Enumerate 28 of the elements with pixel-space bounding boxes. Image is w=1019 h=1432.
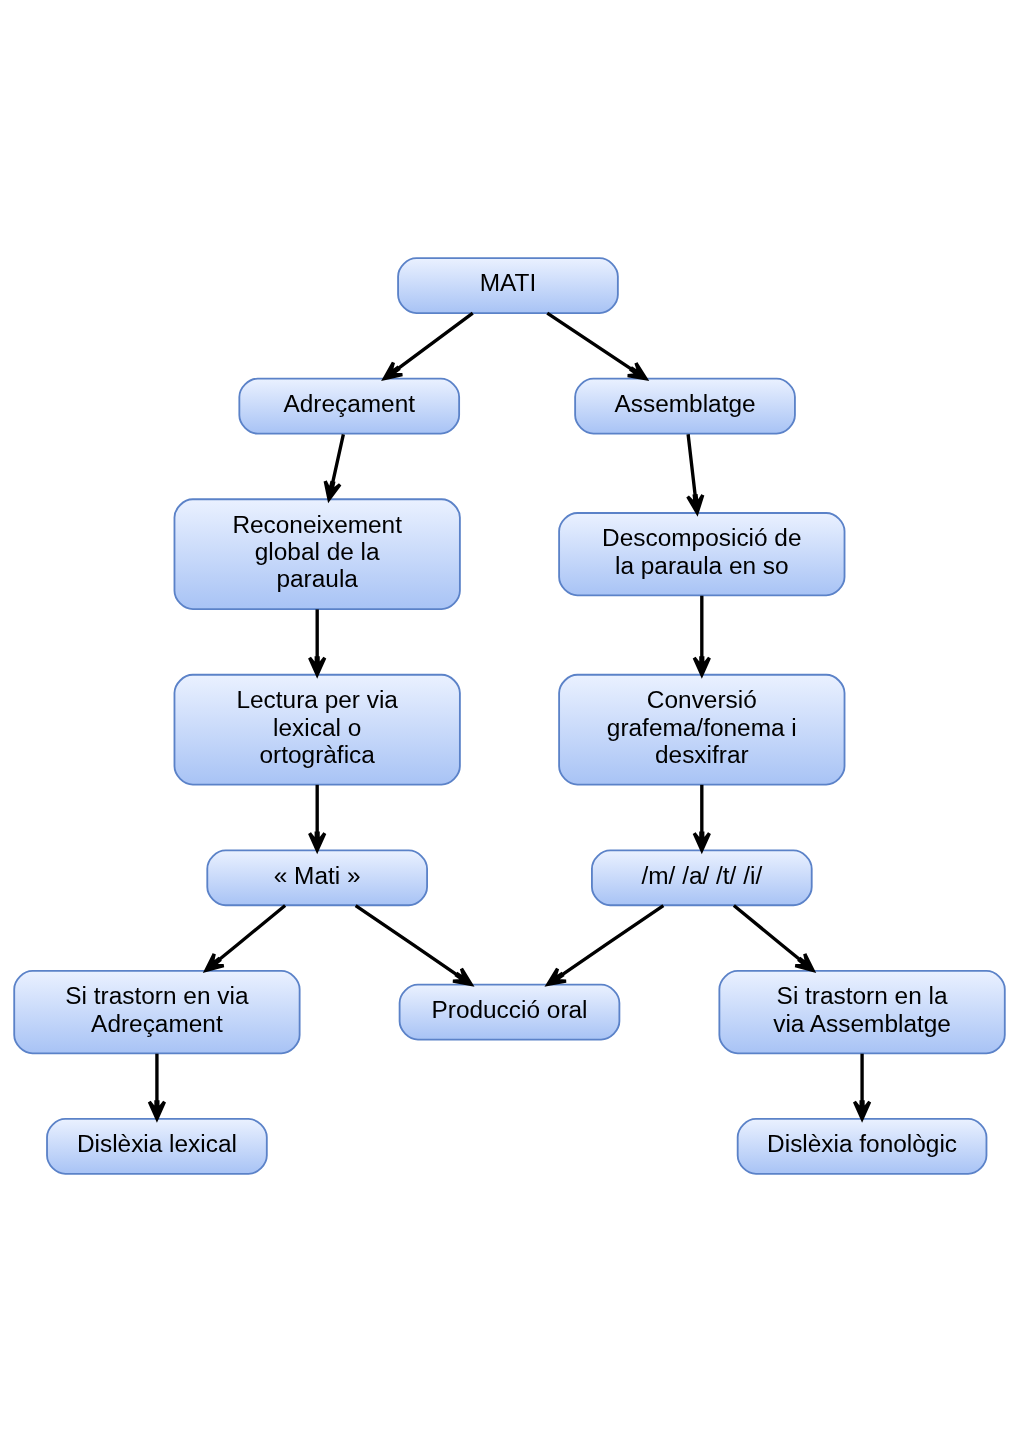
arrow	[323, 433, 345, 501]
node-box: /m/ /a/ /t/ /i/	[591, 849, 813, 907]
node-box: Si trastorn en via Adreçament	[13, 969, 301, 1055]
arrow	[686, 434, 705, 515]
node-box: Si trastorn en la via Assemblatge	[718, 969, 1006, 1055]
node-box: Adreçament	[238, 377, 461, 435]
arrow	[204, 904, 287, 973]
node-box: Conversió grafema/fonema i desxifrar	[558, 673, 846, 786]
arrow	[307, 609, 327, 677]
node-box: Assemblatge	[574, 377, 796, 435]
node-box: Lectura per via lexical o ortogràfica	[173, 673, 461, 786]
arrow	[382, 311, 474, 381]
node-box: Reconeixement global de la paraula	[173, 498, 461, 611]
arrow	[692, 595, 712, 677]
node-box: Dislèxia fonològic	[736, 1118, 988, 1175]
node-box: MATI	[397, 257, 619, 314]
node-box: « Mati »	[206, 849, 428, 907]
arrow	[692, 784, 712, 852]
arrow	[546, 904, 665, 987]
arrow	[546, 311, 648, 381]
arrow	[147, 1053, 167, 1121]
arrow	[732, 904, 815, 973]
node-box: Producció oral	[398, 983, 621, 1041]
arrow	[354, 904, 473, 987]
node-box: Descomposició de la paraula en so	[558, 512, 846, 597]
arrow	[852, 1053, 872, 1121]
node-box: Dislèxia lexical	[46, 1118, 268, 1175]
arrow	[307, 784, 327, 852]
